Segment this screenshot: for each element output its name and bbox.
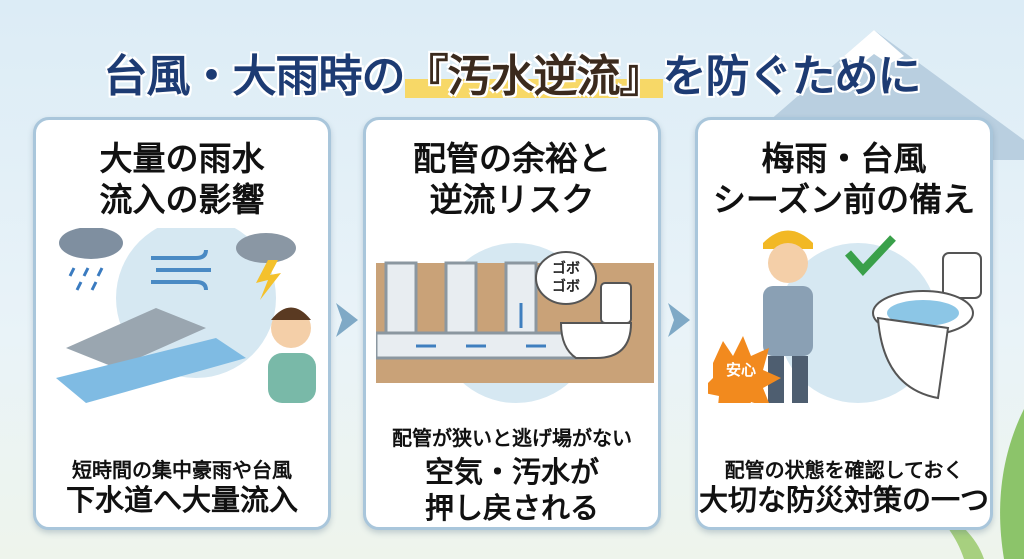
heading-line: 逆流リスク (429, 180, 595, 219)
title-suffix: を防ぐために (662, 51, 922, 102)
toilet-icon (559, 282, 633, 359)
pipe-backflow-illustration: ゴボ ゴボ (376, 243, 654, 403)
page-title: 台風・大雨時の『汚水逆流』を防ぐために (0, 40, 1024, 104)
card-pipe-backflow-risk: 配管の余裕と 逆流リスク ゴボ ゴボ 配管が狭いと逃げ場がない 空気・汚水が 押… (363, 117, 661, 530)
card-main-text: 空気・汚水が (424, 455, 599, 489)
worried-person-icon (268, 307, 316, 403)
title-prefix: 台風・大雨時の (103, 51, 406, 102)
badge-text: 安心 (726, 361, 756, 379)
arrow-right-icon (336, 303, 358, 337)
heading-line: 流入の影響 (99, 180, 265, 219)
card-season-preparation: 梅雨・台風 シーズン前の備え 安心 配管の状態を確認しておく 大切な防災対策の一… (695, 117, 993, 530)
bubble-text: ゴボ (552, 278, 580, 295)
worker-toilet-illustration: 安心 (708, 230, 982, 403)
heading-line: 配管の余裕と (413, 139, 611, 178)
card-main-text: 下水道へ大量流入 (65, 483, 298, 517)
card-heading: 配管の余裕と 逆流リスク (366, 138, 658, 220)
rain-sewer-illustration (56, 228, 316, 403)
card-main-text: 大切な防災対策の一つ (698, 483, 989, 517)
card-heading: 梅雨・台風 シーズン前の備え (698, 138, 990, 220)
card-heading: 大量の雨水 流入の影響 (36, 138, 328, 220)
rain-cloud-icon (59, 228, 123, 291)
speech-bubble: ゴボ ゴボ (535, 251, 597, 305)
card-rainwater-inflow: 大量の雨水 流入の影響 短時間の集中豪雨や台風 下水道へ大量流入 (33, 117, 331, 530)
wind-icon (151, 249, 211, 291)
backflow-arrows (416, 303, 546, 348)
checkmark-icon (845, 235, 896, 276)
card-main-text: 押し戻される (424, 491, 599, 525)
title-highlight: 『汚水逆流』 (404, 51, 664, 102)
card-subtext: 短時間の集中豪雨や台風 (72, 458, 292, 482)
toilet-icon (872, 252, 982, 400)
card-subtext: 配管が狭いと逃げ場がない (392, 426, 632, 450)
relief-badge: 安心 (708, 336, 781, 403)
heading-line: シーズン前の備え (712, 180, 976, 219)
arrow-right-icon (668, 303, 690, 337)
storm-drain-icon (56, 308, 246, 403)
card-subtext: 配管の状態を確認しておく (724, 458, 964, 482)
heading-line: 梅雨・台風 (761, 139, 927, 178)
heading-line: 大量の雨水 (99, 139, 265, 178)
bubble-text: ゴボ (552, 260, 580, 277)
lightning-cloud-icon (236, 233, 296, 300)
